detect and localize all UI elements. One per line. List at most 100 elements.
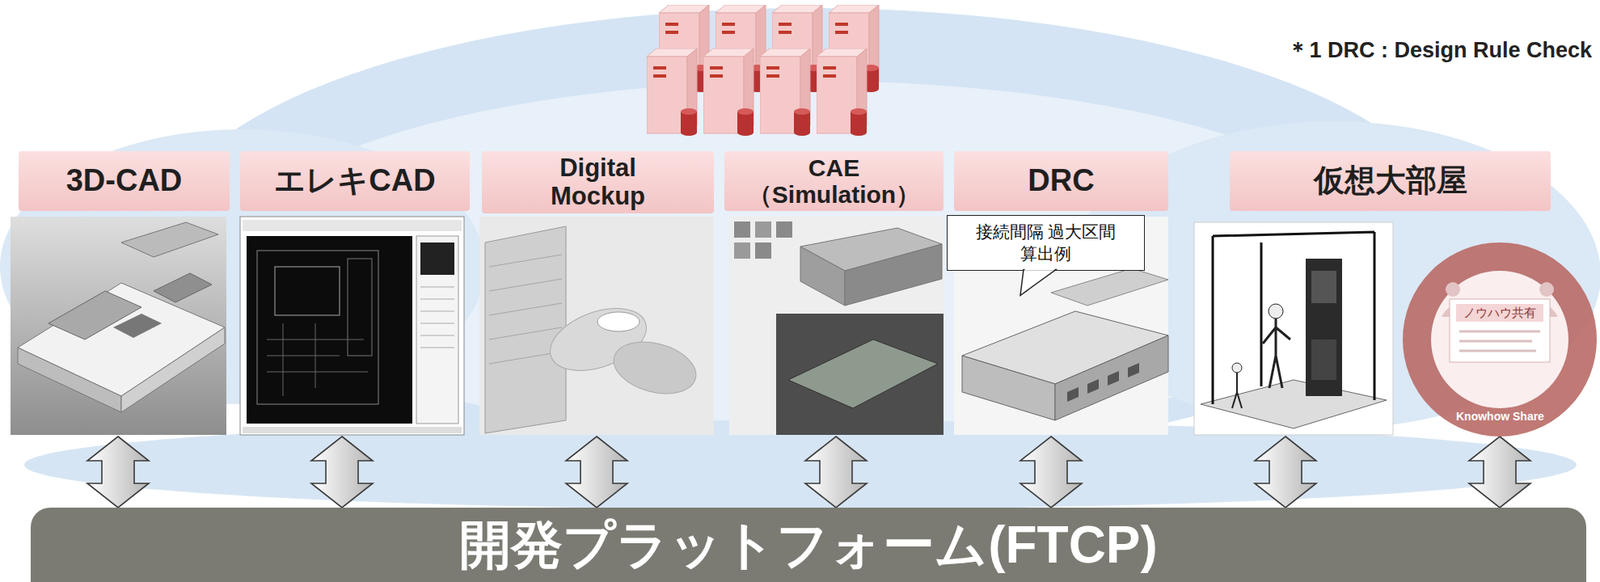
cae-simulation-image [844,244,942,306]
virtual-room-image [1311,339,1337,380]
tool-column: DRC 接続間隔 過大区間算出例 [954,151,1169,437]
knowhow-circle: ノウハウ共有 Knowhow Share [1402,242,1597,437]
electrical-cad-image [416,236,459,424]
cae-simulation-image [755,242,772,259]
cae-simulation-image [776,313,944,435]
digital-mockup-image [479,216,714,435]
digital-mockup-image [485,226,566,434]
header-text: 3D-CAD [66,164,183,199]
drc-image [1055,335,1169,421]
knowhow-ring [1402,242,1597,437]
virtual-room-image [1232,363,1242,373]
double-arrow [87,436,149,508]
knowhow-ring [1539,282,1554,297]
callout-text: 接続間隔 過大区間算出例 [969,221,1123,265]
electrical-cad-image [347,258,372,356]
cae-simulation-image [755,221,772,238]
electrical-cad-image [240,216,465,435]
electrical-cad-image [242,219,462,232]
cad-3d-image [17,347,122,413]
cae-simulation-image [788,339,938,409]
virtual-room-image [1232,372,1242,409]
digital-mockup-image [597,312,640,332]
virtual-room-image [1200,379,1387,429]
header-text: Digital Mockup [525,154,672,210]
tool-column: エレキCAD [240,151,465,437]
cloud-background [0,8,1600,510]
cad-3d-image [113,313,162,338]
header-text: DRC [1027,164,1094,199]
panel-title: ノウハウ共有 [1456,306,1544,319]
virtual-room-image [1268,303,1284,319]
electrical-cad-image [266,323,368,397]
digital-mockup-image [479,216,714,435]
cae-simulation-image [734,242,751,259]
tool-column: Digital Mockup [479,151,714,437]
digital-mockup-image [607,333,702,403]
electrical-cad-image [246,236,413,424]
cad-3d-image [121,327,225,413]
cae-simulation-image [729,216,944,435]
server-icons [759,48,811,136]
knowhow-ring [1449,299,1550,363]
callout-tail [1020,269,1056,296]
callout-bubble: 接続間隔 過大区間算出例 [946,215,1145,271]
cad-3d-image [10,216,227,435]
knowhow-ring [1417,257,1584,423]
cad-3d-image [17,282,225,397]
column-header: 仮想大部屋 [1229,151,1551,212]
cae-simulation-image [800,246,845,306]
tool-column: 3D-CAD [10,151,227,437]
double-arrow [1254,436,1317,508]
cae-simulation-image [734,221,751,238]
double-arrow [1020,436,1082,508]
electrical-cad-image [240,216,465,435]
column-header: CAE （Simulation） [724,151,944,212]
tool-column: CAE （Simulation） [724,151,944,437]
virtual-room-image [1194,222,1394,435]
column-header: エレキCAD [240,151,470,212]
header-text: 仮想大部屋 [1313,164,1468,199]
column-header: 3D-CAD [18,151,230,212]
drc-image [962,355,1056,421]
knowhow-ring [1431,270,1569,409]
platform-title: 開発プラットフォーム(FTCP) [459,519,1158,571]
cad-3d-image [153,273,212,303]
knowhow-ring [1459,331,1541,351]
drc-image [1051,268,1169,306]
cloud-background [161,8,1456,461]
electrical-cad-image [257,250,379,405]
virtual-room-image [1262,318,1291,389]
double-arrow [565,436,628,508]
footnote-text: ＊1 DRC : Design Rule Check [1287,35,1592,65]
virtual-room-image [1194,222,1394,435]
cad-3d-image [121,222,219,258]
electrical-cad-image [420,242,455,275]
knowhow-ring [1456,303,1544,322]
double-arrow [1469,436,1531,508]
electrical-cad-image [274,266,340,316]
electrical-cad-image [420,287,455,348]
server-icons [816,48,867,136]
knowhow-ring [1445,282,1461,297]
server-icons [646,4,879,136]
cad-3d-image [10,216,227,435]
virtual-room-image [1305,258,1343,397]
drc-image [1067,363,1140,402]
ring-text: Knowhow Share [1456,410,1545,423]
double-arrow [311,436,373,508]
tool-column: 仮想大部屋ノウハウ共有 Knowhow Share [1194,151,1600,437]
header-text: エレキCAD [274,164,435,199]
double-arrow [805,436,867,508]
server-icons [703,48,754,136]
virtual-room-image [1311,270,1337,304]
platform-bar: 開発プラットフォーム(FTCP) [30,507,1587,582]
electrical-cad-image [242,426,462,434]
callout-tail [1024,267,1055,270]
cae-simulation-image [729,216,944,435]
column-header: Digital Mockup [481,151,714,214]
header-text: CAE （Simulation） [733,154,936,208]
